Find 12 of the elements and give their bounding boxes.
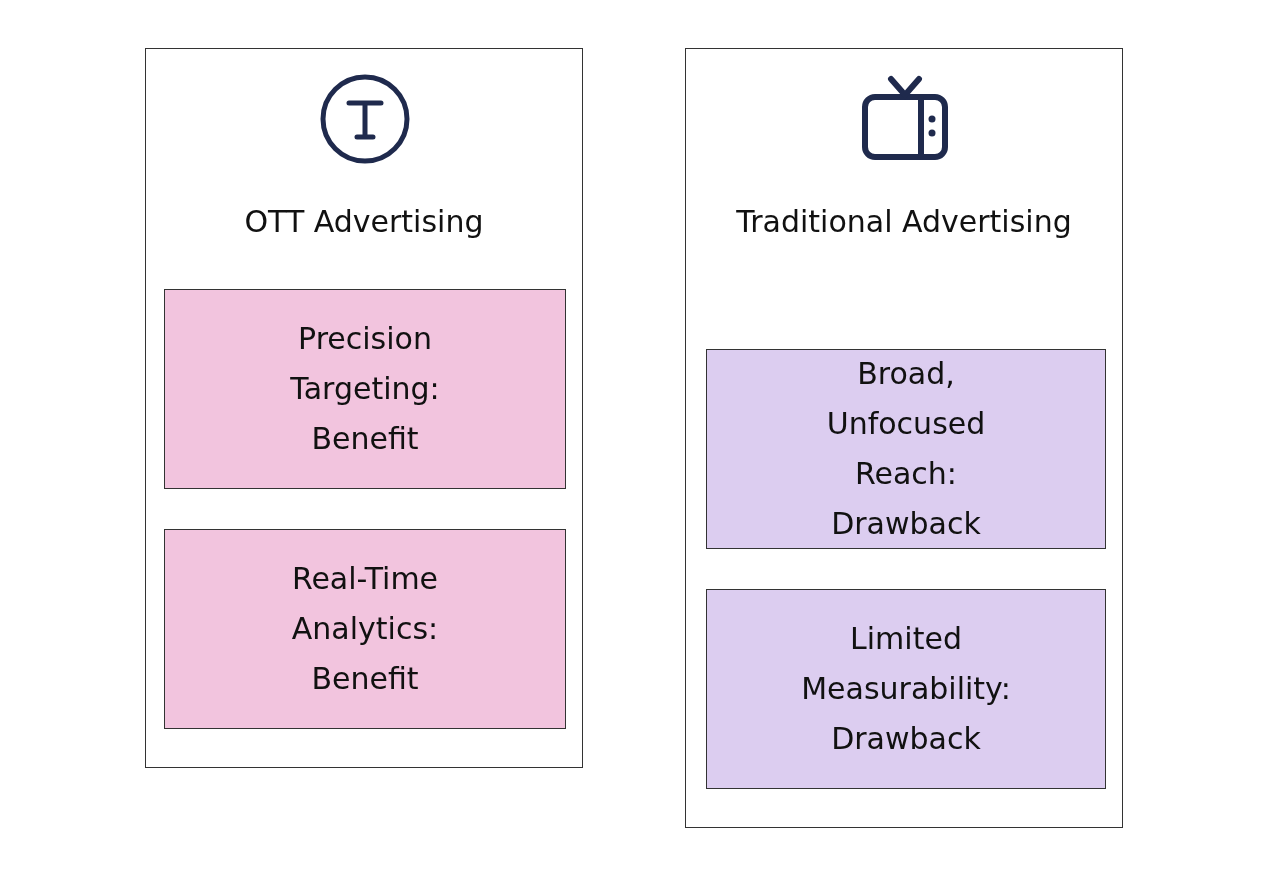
text-box [706, 589, 1106, 789]
text-box [706, 349, 1106, 549]
group-panel [685, 48, 1123, 828]
group-panel [145, 48, 583, 768]
text-box [164, 529, 566, 729]
box-label: Precision Targeting: Benefit [289, 320, 441, 458]
box-label: Limited Measurability: Drawback [800, 620, 1012, 758]
box-label: Real-Time Analytics: Benefit [290, 560, 440, 698]
box-label: Broad, Unfocused Reach: Drawback [825, 355, 987, 543]
group-title: OTT Advertising [243, 203, 485, 241]
text-box [164, 289, 566, 489]
group-title: Traditional Advertising [735, 203, 1073, 241]
